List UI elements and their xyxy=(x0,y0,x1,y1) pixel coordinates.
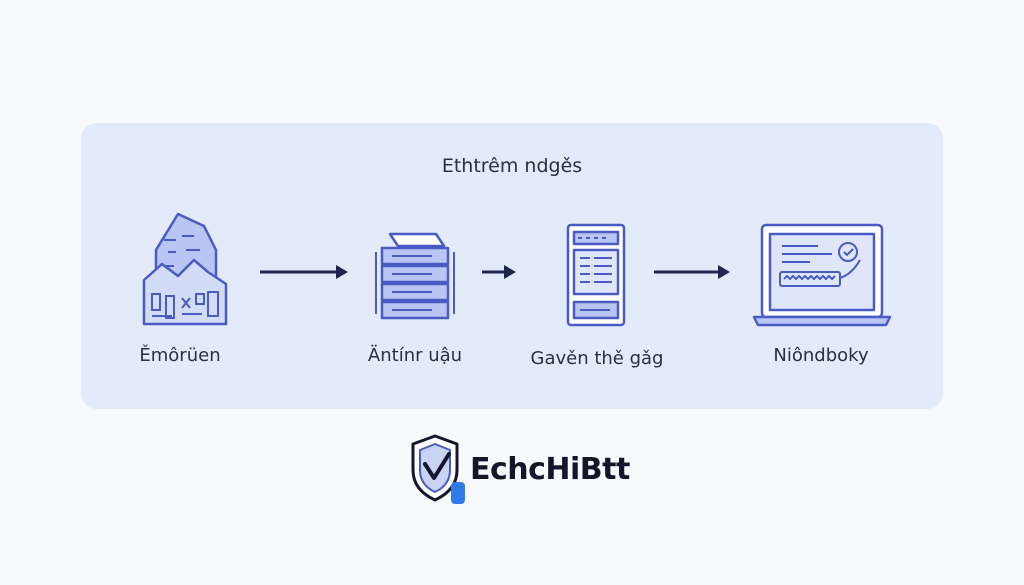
node-server-rack xyxy=(564,222,628,328)
edge-arrow-2 xyxy=(482,265,516,279)
edge-arrow-1 xyxy=(260,265,348,279)
node-server-stack xyxy=(372,228,458,322)
server-rack-icon xyxy=(566,223,626,327)
laptop-icon xyxy=(752,223,892,327)
node-laptop-label: Niôndboky xyxy=(773,345,869,366)
node-server-stack-label: Äntínr uậu xyxy=(367,345,463,366)
logo-wordmark: EchcHiBtt xyxy=(470,452,630,487)
city-buildings-icon xyxy=(142,212,228,326)
node-city-label: Ěmôrüen xyxy=(139,345,221,366)
node-city xyxy=(138,210,232,328)
server-stack-icon xyxy=(375,232,455,320)
shield-check-icon xyxy=(411,434,465,504)
node-laptop xyxy=(752,222,892,328)
edge-arrow-3 xyxy=(654,265,730,279)
node-server-rack-label: Gavěn thě gǎg xyxy=(530,348,664,369)
diagram-title: Ethtrêm ndgěs xyxy=(441,155,583,177)
